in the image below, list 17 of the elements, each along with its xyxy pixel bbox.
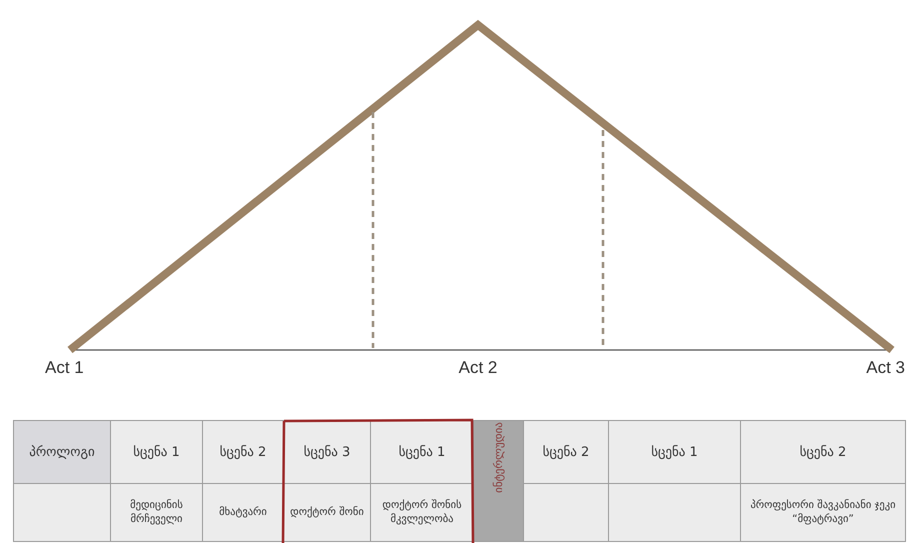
act-label: Act 1: [45, 358, 84, 378]
header-cell: სცენა 3: [283, 420, 371, 484]
table-cell: მხატვარი: [202, 483, 284, 542]
table-cell: დოქტორ შონის მკვლელობა: [370, 483, 474, 542]
header-cell: სცენა 1: [608, 420, 741, 484]
interlude-cell: ინტერლუდია: [473, 420, 524, 542]
table-cell: დოქტორ შონი: [283, 483, 371, 542]
header-cell: სცენა 1: [370, 420, 474, 484]
table-cell: პროფესორი შავკანიანი ჯეკი “მფატრავი”: [740, 483, 906, 542]
header-cell: სცენა 2: [202, 420, 284, 484]
header-cell: სცენა 2: [740, 420, 906, 484]
header-cell: პროლოგი: [13, 420, 111, 484]
act-label: Act 3: [866, 358, 905, 378]
header-cell: სცენა 1: [110, 420, 203, 484]
table-cell: მედიცინის მრჩეველი: [110, 483, 203, 542]
act-label: Act 2: [458, 358, 498, 378]
header-cell: სცენა 2: [523, 420, 609, 484]
